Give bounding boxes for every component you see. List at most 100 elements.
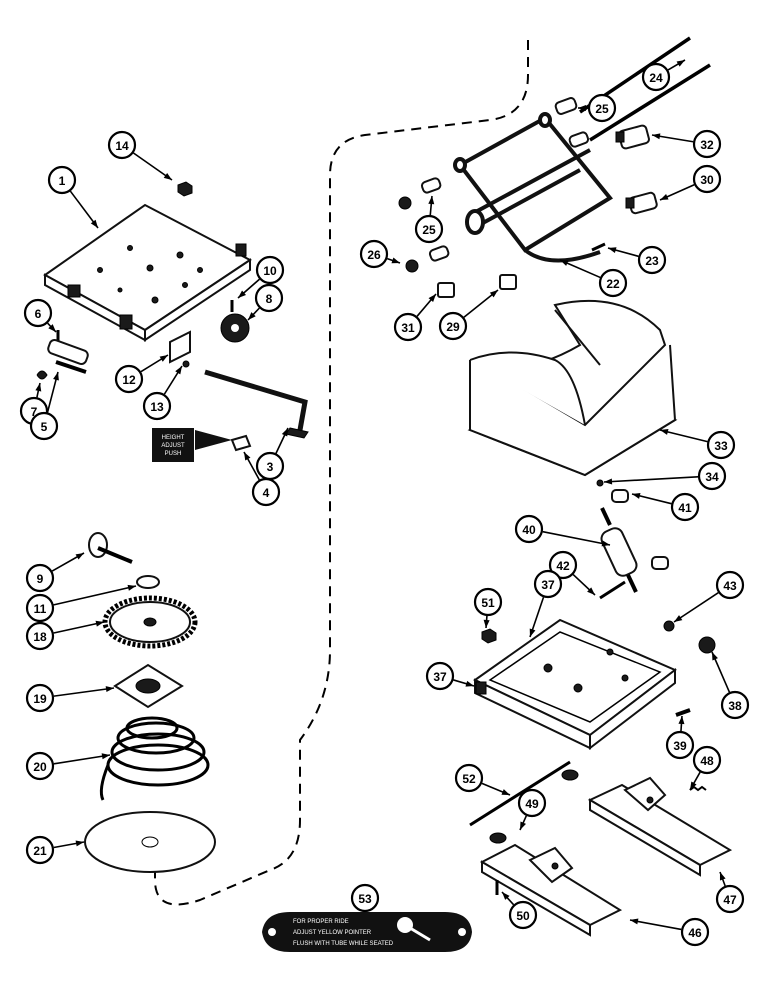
callout-arrowhead	[660, 193, 669, 200]
callout-arrowhead	[501, 789, 510, 795]
adjust-knob	[220, 313, 250, 343]
callout-3: 3	[255, 427, 289, 481]
boot-clip	[596, 479, 604, 487]
callout-number: 37	[433, 670, 447, 684]
callout-number: 52	[462, 772, 476, 786]
callout-circle	[114, 364, 144, 394]
callout-leader	[673, 592, 719, 623]
callout-circle	[454, 763, 484, 793]
callout-arrowhead	[678, 716, 685, 725]
callout-number: 50	[516, 909, 530, 923]
callout-number: 29	[446, 320, 460, 334]
callout-arrowhead	[712, 652, 718, 661]
seat-base-pan	[473, 618, 677, 751]
sprocket-gear	[102, 595, 198, 649]
callout-circle	[350, 883, 380, 913]
roller-block	[499, 274, 517, 290]
callout-arrowhead	[281, 428, 288, 437]
pivot-rods	[579, 36, 711, 142]
callout-20: 20	[25, 751, 111, 781]
callout-circle	[533, 569, 563, 599]
callout-52: 52	[454, 763, 511, 796]
callout-circle	[25, 835, 55, 865]
callout-arrowhead	[248, 312, 256, 320]
callout-circle	[25, 593, 55, 623]
nut-part	[405, 259, 419, 273]
callout-number: 6	[35, 307, 42, 321]
callout-number: 47	[723, 893, 737, 907]
callout-50: 50	[501, 891, 538, 930]
nut-part	[481, 628, 497, 644]
callout-circle	[670, 492, 700, 522]
bushing-part	[568, 131, 590, 148]
callout-number: 41	[678, 501, 692, 515]
bolt-part	[88, 532, 133, 564]
callout-circle	[715, 570, 745, 600]
callout-arrowhead	[690, 781, 697, 790]
callout-12: 12	[114, 354, 169, 394]
callout-48: 48	[689, 745, 722, 791]
callout-circle	[47, 165, 77, 195]
callout-circle	[720, 690, 750, 720]
callout-number: 48	[700, 754, 714, 768]
callout-leader	[53, 687, 115, 697]
callout-21: 21	[25, 835, 85, 865]
callout-leader	[53, 754, 111, 765]
bolt-part	[599, 580, 626, 600]
callout-number: 46	[688, 926, 702, 940]
callout-30: 30	[659, 164, 722, 201]
lever-knob	[230, 434, 252, 452]
callout-number: 51	[481, 596, 495, 610]
callout-circle	[425, 661, 455, 691]
spring-part	[689, 785, 707, 792]
bushing-part	[651, 556, 669, 570]
callout-25: 25	[578, 93, 617, 123]
callout-8: 8	[247, 283, 284, 321]
callout-49: 49	[517, 788, 547, 831]
callout-number: 11	[34, 602, 47, 616]
slide-rail-right	[587, 776, 733, 877]
callout-arrowhead	[483, 619, 490, 628]
callout-arrowhead	[604, 478, 613, 485]
callout-arrowhead	[632, 492, 641, 499]
callout-circle	[393, 312, 423, 342]
callout-arrowhead	[608, 247, 617, 253]
callout-circle	[473, 587, 503, 617]
callout-circle	[706, 430, 736, 460]
callout-6: 6	[23, 298, 57, 333]
callout-10: 10	[237, 255, 285, 299]
decal-pointer	[195, 430, 232, 450]
callout-circle	[587, 93, 617, 123]
callout-arrowhead	[520, 821, 526, 830]
end-cap-part	[615, 124, 650, 150]
spring-retainer-plate	[113, 663, 184, 709]
callout-number: 32	[700, 138, 714, 152]
callout-circle	[692, 129, 722, 159]
callout-arrowhead	[105, 686, 114, 693]
callout-23: 23	[607, 245, 667, 275]
callout-number: 31	[401, 321, 415, 335]
callout-number: 8	[266, 292, 273, 306]
callout-number: 14	[115, 139, 129, 153]
callout-arrowhead	[48, 324, 56, 332]
roller-block	[437, 282, 455, 298]
callout-24: 24	[641, 59, 686, 92]
callout-arrowhead	[75, 840, 84, 847]
callout-4: 4	[243, 451, 281, 507]
callout-number: 26	[367, 248, 381, 262]
callout-arrowhead	[674, 615, 683, 622]
callout-number: 43	[723, 579, 737, 593]
callout-arrowhead	[428, 196, 435, 205]
bushing-part	[428, 245, 450, 262]
callout-circle	[680, 917, 710, 947]
nut-part	[177, 181, 193, 197]
washer-part	[136, 575, 160, 589]
callout-circle	[254, 283, 284, 313]
ride-adjust-label-plate: FOR PROPER RIDE ADJUST YELLOW POINTER FL…	[262, 912, 472, 952]
callout-arrowhead	[95, 620, 104, 627]
callout-47: 47	[715, 871, 745, 914]
callout-42: 42	[548, 550, 596, 596]
callout-number: 33	[714, 439, 728, 453]
coil-spring	[99, 716, 210, 801]
callout-43: 43	[673, 570, 745, 623]
